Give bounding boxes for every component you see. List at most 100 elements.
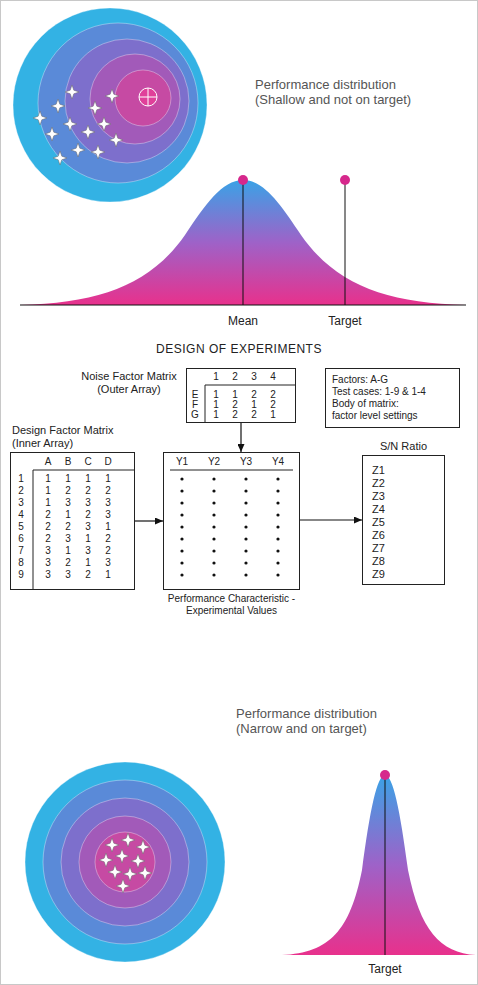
table-cell: 3 [105, 497, 111, 509]
target-wide [13, 8, 207, 202]
table-rule [205, 385, 296, 386]
target-dot [380, 770, 390, 780]
box-heading: Design Factor Matrix (Inner Array) [12, 424, 130, 450]
diagram-title: DESIGN OF EXPERIMENTS [156, 343, 322, 357]
table-cell: 3 [85, 521, 91, 533]
table-cell: 1 [213, 399, 219, 411]
table-cell: 3 [45, 557, 51, 569]
box-heading: Noise Factor Matrix (Outer Array) [77, 370, 181, 396]
row-header: 9 [18, 569, 24, 581]
row-header: 5 [18, 521, 24, 533]
flow-arrow [135, 520, 163, 521]
row-header: 4 [18, 509, 24, 521]
axis-label: Target [368, 963, 401, 977]
row-header: E [192, 389, 199, 401]
table-rule [170, 470, 293, 471]
table-cell: 2 [232, 399, 238, 411]
table-cell: 3 [105, 509, 111, 521]
row-header: 2 [18, 485, 24, 497]
table-cell: 2 [270, 389, 276, 401]
table-cell: 2 [85, 509, 91, 521]
row-header: F [192, 399, 198, 411]
sn-value: Z2 [372, 477, 385, 490]
table-cell: 1 [105, 473, 111, 485]
column-header: 3 [251, 371, 257, 383]
column-header: C [84, 456, 91, 468]
bell-curve [20, 180, 466, 305]
mean-dot [238, 175, 248, 185]
sn-value: Z8 [372, 555, 385, 568]
table-cell: 3 [105, 557, 111, 569]
sn-value: Z3 [372, 490, 385, 503]
table-cell: 3 [65, 569, 71, 581]
row-header: 1 [18, 473, 24, 485]
table-cell: 2 [105, 545, 111, 557]
sn-value: Z6 [372, 529, 385, 542]
table-cell: 1 [251, 399, 257, 411]
row-header: G [191, 409, 199, 421]
table-cell: 2 [45, 533, 51, 545]
table-cell: 2 [85, 569, 91, 581]
table-cell: 2 [105, 533, 111, 545]
row-header: 7 [18, 545, 24, 557]
bell-curve [282, 775, 476, 955]
results-box: Performance Characteristic - Experimenta… [163, 452, 300, 590]
table-cell: 3 [65, 533, 71, 545]
note-line: Body of matrix: factor level settings [332, 398, 424, 422]
table-rule [205, 385, 206, 423]
outer-array-box: Noise Factor Matrix (Outer Array) [186, 368, 296, 423]
table-cell: 2 [45, 509, 51, 521]
sn-value: Z4 [372, 503, 385, 516]
flow-arrow [300, 519, 362, 520]
table-cell: 2 [251, 389, 257, 401]
table-cell: 1 [45, 497, 51, 509]
table-cell: 1 [232, 389, 238, 401]
row-header: 8 [18, 557, 24, 569]
column-header: Y1 [176, 456, 188, 468]
hit-stars [99, 833, 152, 893]
mean-line [243, 180, 244, 305]
column-header: 4 [270, 371, 276, 383]
table-cell: 2 [65, 521, 71, 533]
value-dots [166, 473, 294, 581]
table-cell: 1 [105, 521, 111, 533]
table-cell: 1 [270, 409, 276, 421]
table-cell: 3 [45, 545, 51, 557]
inner-array-box: Design Factor Matrix (Inner Array) [10, 452, 135, 590]
table-cell: 2 [232, 409, 238, 421]
table-cell: 1 [65, 545, 71, 557]
note-line: Factors: A-G [332, 374, 453, 386]
target-dot [340, 175, 350, 185]
sn-value: Z1 [372, 464, 385, 477]
table-cell: 1 [85, 533, 91, 545]
caption-text: Performance distribution (Shallow and no… [255, 78, 435, 108]
table-cell: 3 [85, 545, 91, 557]
table-cell: 2 [85, 485, 91, 497]
table-cell: 1 [105, 569, 111, 581]
axis-label: Target [328, 315, 361, 329]
table-cell: 1 [85, 473, 91, 485]
table-cell: 2 [270, 399, 276, 411]
column-header: 2 [232, 371, 238, 383]
target-line [345, 180, 346, 305]
row-header: 3 [18, 497, 24, 509]
target-narrow [25, 762, 225, 962]
table-cell: 2 [45, 521, 51, 533]
table-cell: 2 [105, 485, 111, 497]
table-cell: 1 [45, 473, 51, 485]
column-header: Y3 [240, 456, 252, 468]
axis-label: Mean [228, 315, 258, 329]
column-header: Y2 [208, 456, 220, 468]
box-heading: S/N Ratio [359, 440, 449, 453]
table-cell: 3 [85, 497, 91, 509]
box-heading: Performance Characteristic - Experimenta… [159, 593, 305, 617]
table-cell: 3 [45, 569, 51, 581]
column-header: B [65, 456, 72, 468]
column-header: A [45, 456, 52, 468]
table-cell: 1 [65, 473, 71, 485]
table-rule [33, 470, 135, 471]
table-cell: 1 [213, 409, 219, 421]
